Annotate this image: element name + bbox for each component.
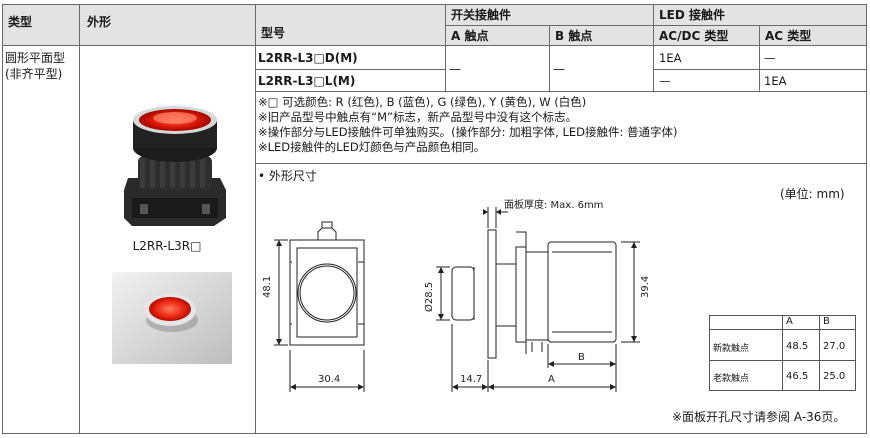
dim-panel-thickness: 面板厚度: Max. 6mm [504,198,603,211]
table-row-model-1: L2RR-L3□D(M) [258,51,358,65]
dim-diameter: Ø28.5 [423,282,435,312]
row1-acdc: 1EA [659,51,682,65]
header-led-contact: LED 接触件 [653,4,866,25]
header-switch-contact: 开关接触件 [445,4,653,25]
dim-height-front: 48.1 [262,276,273,298]
a-contact-value: — [449,62,461,76]
row2-acdc: — [659,74,671,88]
dim-width-front: 30.4 [318,374,340,385]
header-acdc-type: AC/DC 类型 [653,25,759,45]
header-type: 类型 [2,4,79,45]
footnote: ※面板开孔尺寸请参阅 A-36页。 [672,410,846,424]
unit-label: (单位: mm) [780,187,845,201]
dimension-title: • 外形尺寸 [258,169,317,183]
header-a-contact: A 触点 [445,25,549,45]
product-photo-panel [112,272,232,364]
table-row: 老款触点 [713,374,750,384]
dim-depth-front: 14.7 [460,374,482,385]
notes: ※□ 可选颜色: R (红色), B (蓝色), G (绿色), Y (黄色),… [258,95,864,155]
note-line: ※□ 可选颜色: R (红色), B (蓝色), G (绿色), Y (黄色),… [258,95,587,109]
table-row: 新款触点 [713,344,750,354]
note-line: ※旧产品型号中触点有“M”标志，新产品型号中没有这个标志。 [258,110,577,124]
header-appearance: 外形 [79,4,255,45]
type-name: 圆形平面型 (非齐平型) [5,51,66,81]
product-label: L2RR-L3R□ [132,239,202,253]
table-row-model-2: L2RR-L3□L(M) [258,74,356,88]
dim-a: A [548,374,555,385]
b-contact-value: — [553,62,565,76]
note-line: ※操作部分与LED接触件可单独购买。(操作部分: 加粗字体, LED接触件: 普… [258,125,678,139]
dim-height-side: 39.4 [640,276,651,298]
product-photo [124,106,226,226]
header-ac-type: AC 类型 [759,25,866,45]
dim-table: A B 新款触点 48.5 27.0 老款触点 46.5 25.0 [709,315,856,391]
dimension-drawing: 48.1 30.4 Ø28.5 面板厚度: Max. 6mm 39.4 B 14… [262,198,651,392]
dim-b: B [578,352,585,363]
row2-ac: 1EA [764,74,787,88]
note-line: ※LED接触件的LED灯颜色与产品颜色相同。 [258,140,486,154]
row1-ac: — [764,51,776,65]
header-b-contact: B 触点 [549,25,653,45]
header-model: 型号 [255,4,445,45]
